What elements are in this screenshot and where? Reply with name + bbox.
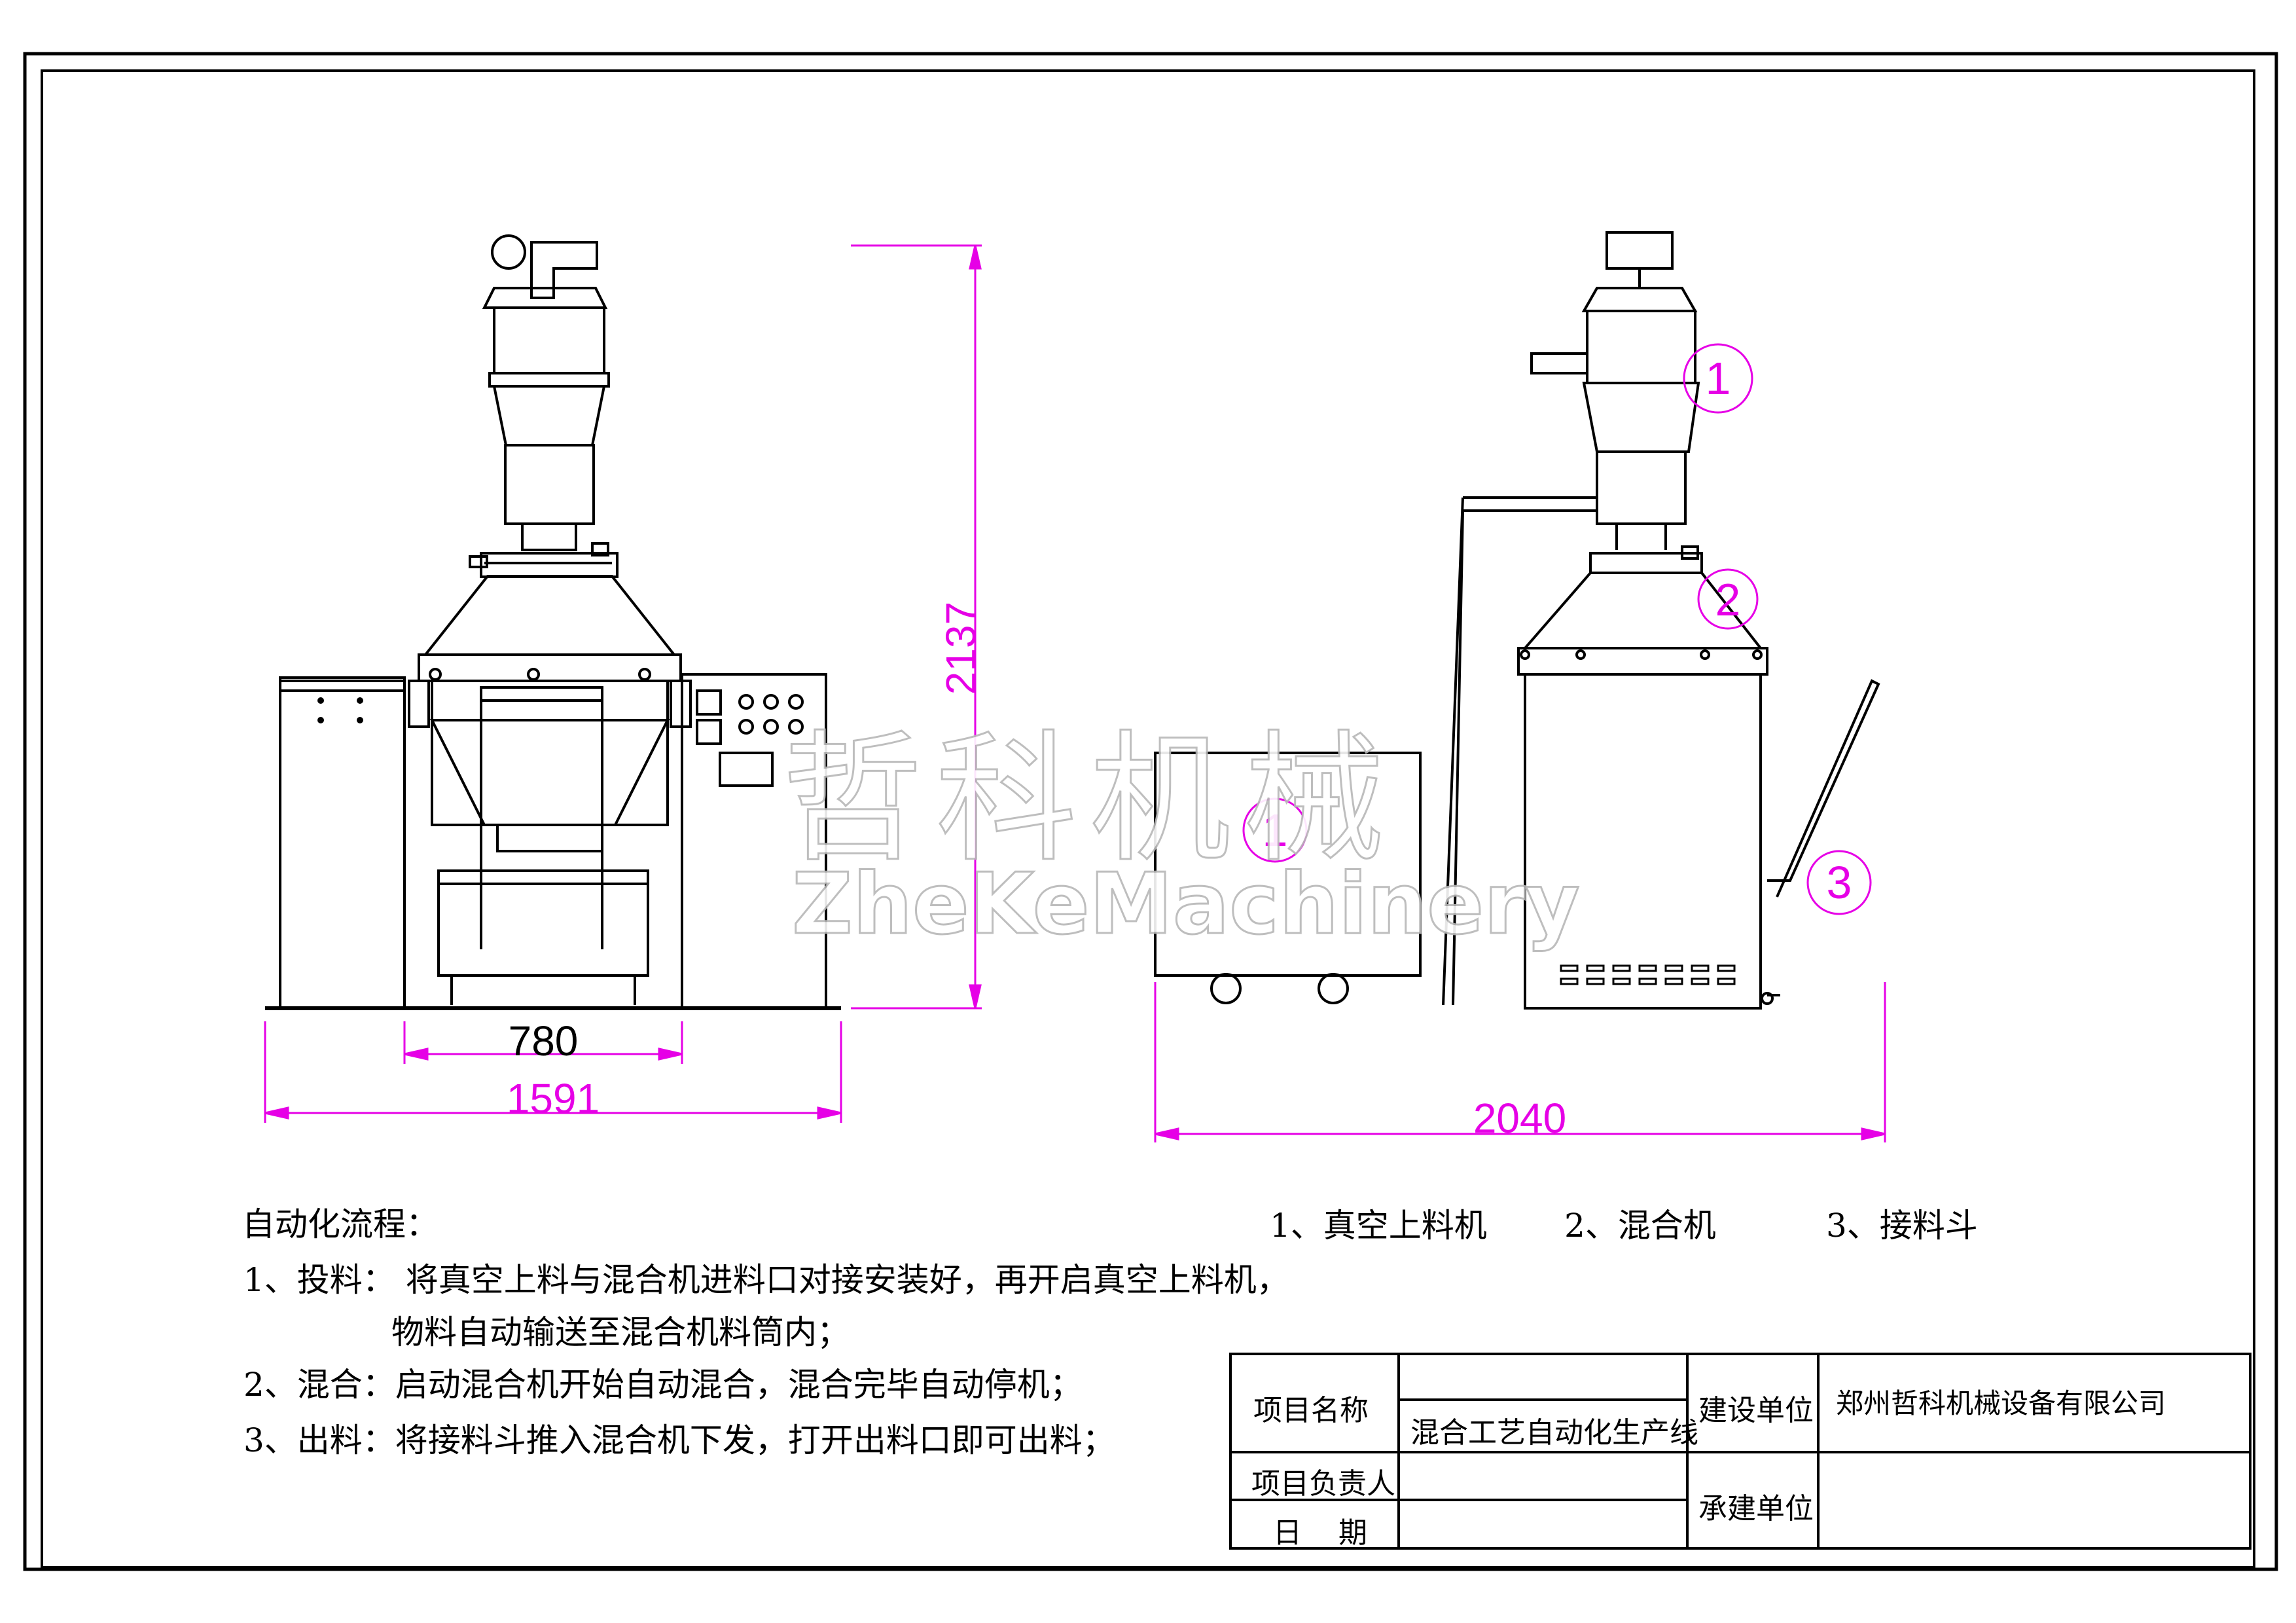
process-title: 自动化流程： bbox=[242, 1205, 439, 1243]
process-step2: 2、混合：启动混合机开始自动混合，混合完毕自动停机； bbox=[243, 1366, 1083, 1404]
watermark-en: ZheKeMachinery bbox=[792, 856, 1580, 953]
build-unit-value: 郑州哲科机械设备有限公司 bbox=[1836, 1387, 2166, 1419]
dim-mixer-width-label: 1591 bbox=[507, 1075, 600, 1122]
process-step3: 3、出料：将接料斗推入混合机下发，打开出料口即可出料； bbox=[243, 1421, 1115, 1459]
date-label: 日 期 bbox=[1273, 1516, 1367, 1550]
dim-hopper-width-label: 780 bbox=[509, 1017, 579, 1065]
watermark: 哲科机械 ZheKeMachinery bbox=[781, 716, 1581, 955]
legend-item-3: 3、接料斗 bbox=[1826, 1207, 1978, 1245]
title-block bbox=[1229, 1353, 2251, 1550]
balloon-2: 2 bbox=[1715, 574, 1741, 625]
dimension-lines bbox=[264, 244, 1886, 1142]
watermark-cn: 哲科机械 bbox=[782, 717, 1397, 881]
dim-height-label: 2137 bbox=[937, 602, 984, 695]
drawing-frame bbox=[23, 52, 2278, 1571]
process-step1-b: 物料自动输送至混合机料筒内； bbox=[391, 1313, 850, 1351]
dimension-labels: 2137 780 1591 2040 bbox=[507, 602, 1566, 1142]
balloon-1-cart: 1 bbox=[1263, 805, 1288, 856]
contractor-label: 承建单位 bbox=[1698, 1492, 1814, 1525]
balloon-3: 3 bbox=[1827, 857, 1852, 908]
project-name-label: 项目名称 bbox=[1253, 1394, 1369, 1427]
balloon-1: 1 bbox=[1706, 353, 1731, 404]
project-name-value: 混合工艺自动化生产线 bbox=[1410, 1416, 1698, 1450]
build-unit-label: 建设单位 bbox=[1698, 1394, 1814, 1427]
dim-total-length-label: 2040 bbox=[1473, 1095, 1566, 1142]
legend-item-1: 1、真空上料机 bbox=[1270, 1207, 1487, 1245]
balloon-labels: 1 2 3 1 bbox=[1263, 353, 1852, 908]
mixer-front-view bbox=[265, 234, 841, 1010]
process-step1-a: 1、投料： 将真空上料与混合机进料口对接安装好，再开启真空上料机， bbox=[243, 1261, 1289, 1299]
manager-label: 项目负责人 bbox=[1251, 1467, 1395, 1501]
legend-item-2: 2、混合机 bbox=[1564, 1207, 1716, 1245]
mixer-side-view bbox=[1154, 231, 1880, 1010]
part-balloons bbox=[1242, 343, 1872, 915]
